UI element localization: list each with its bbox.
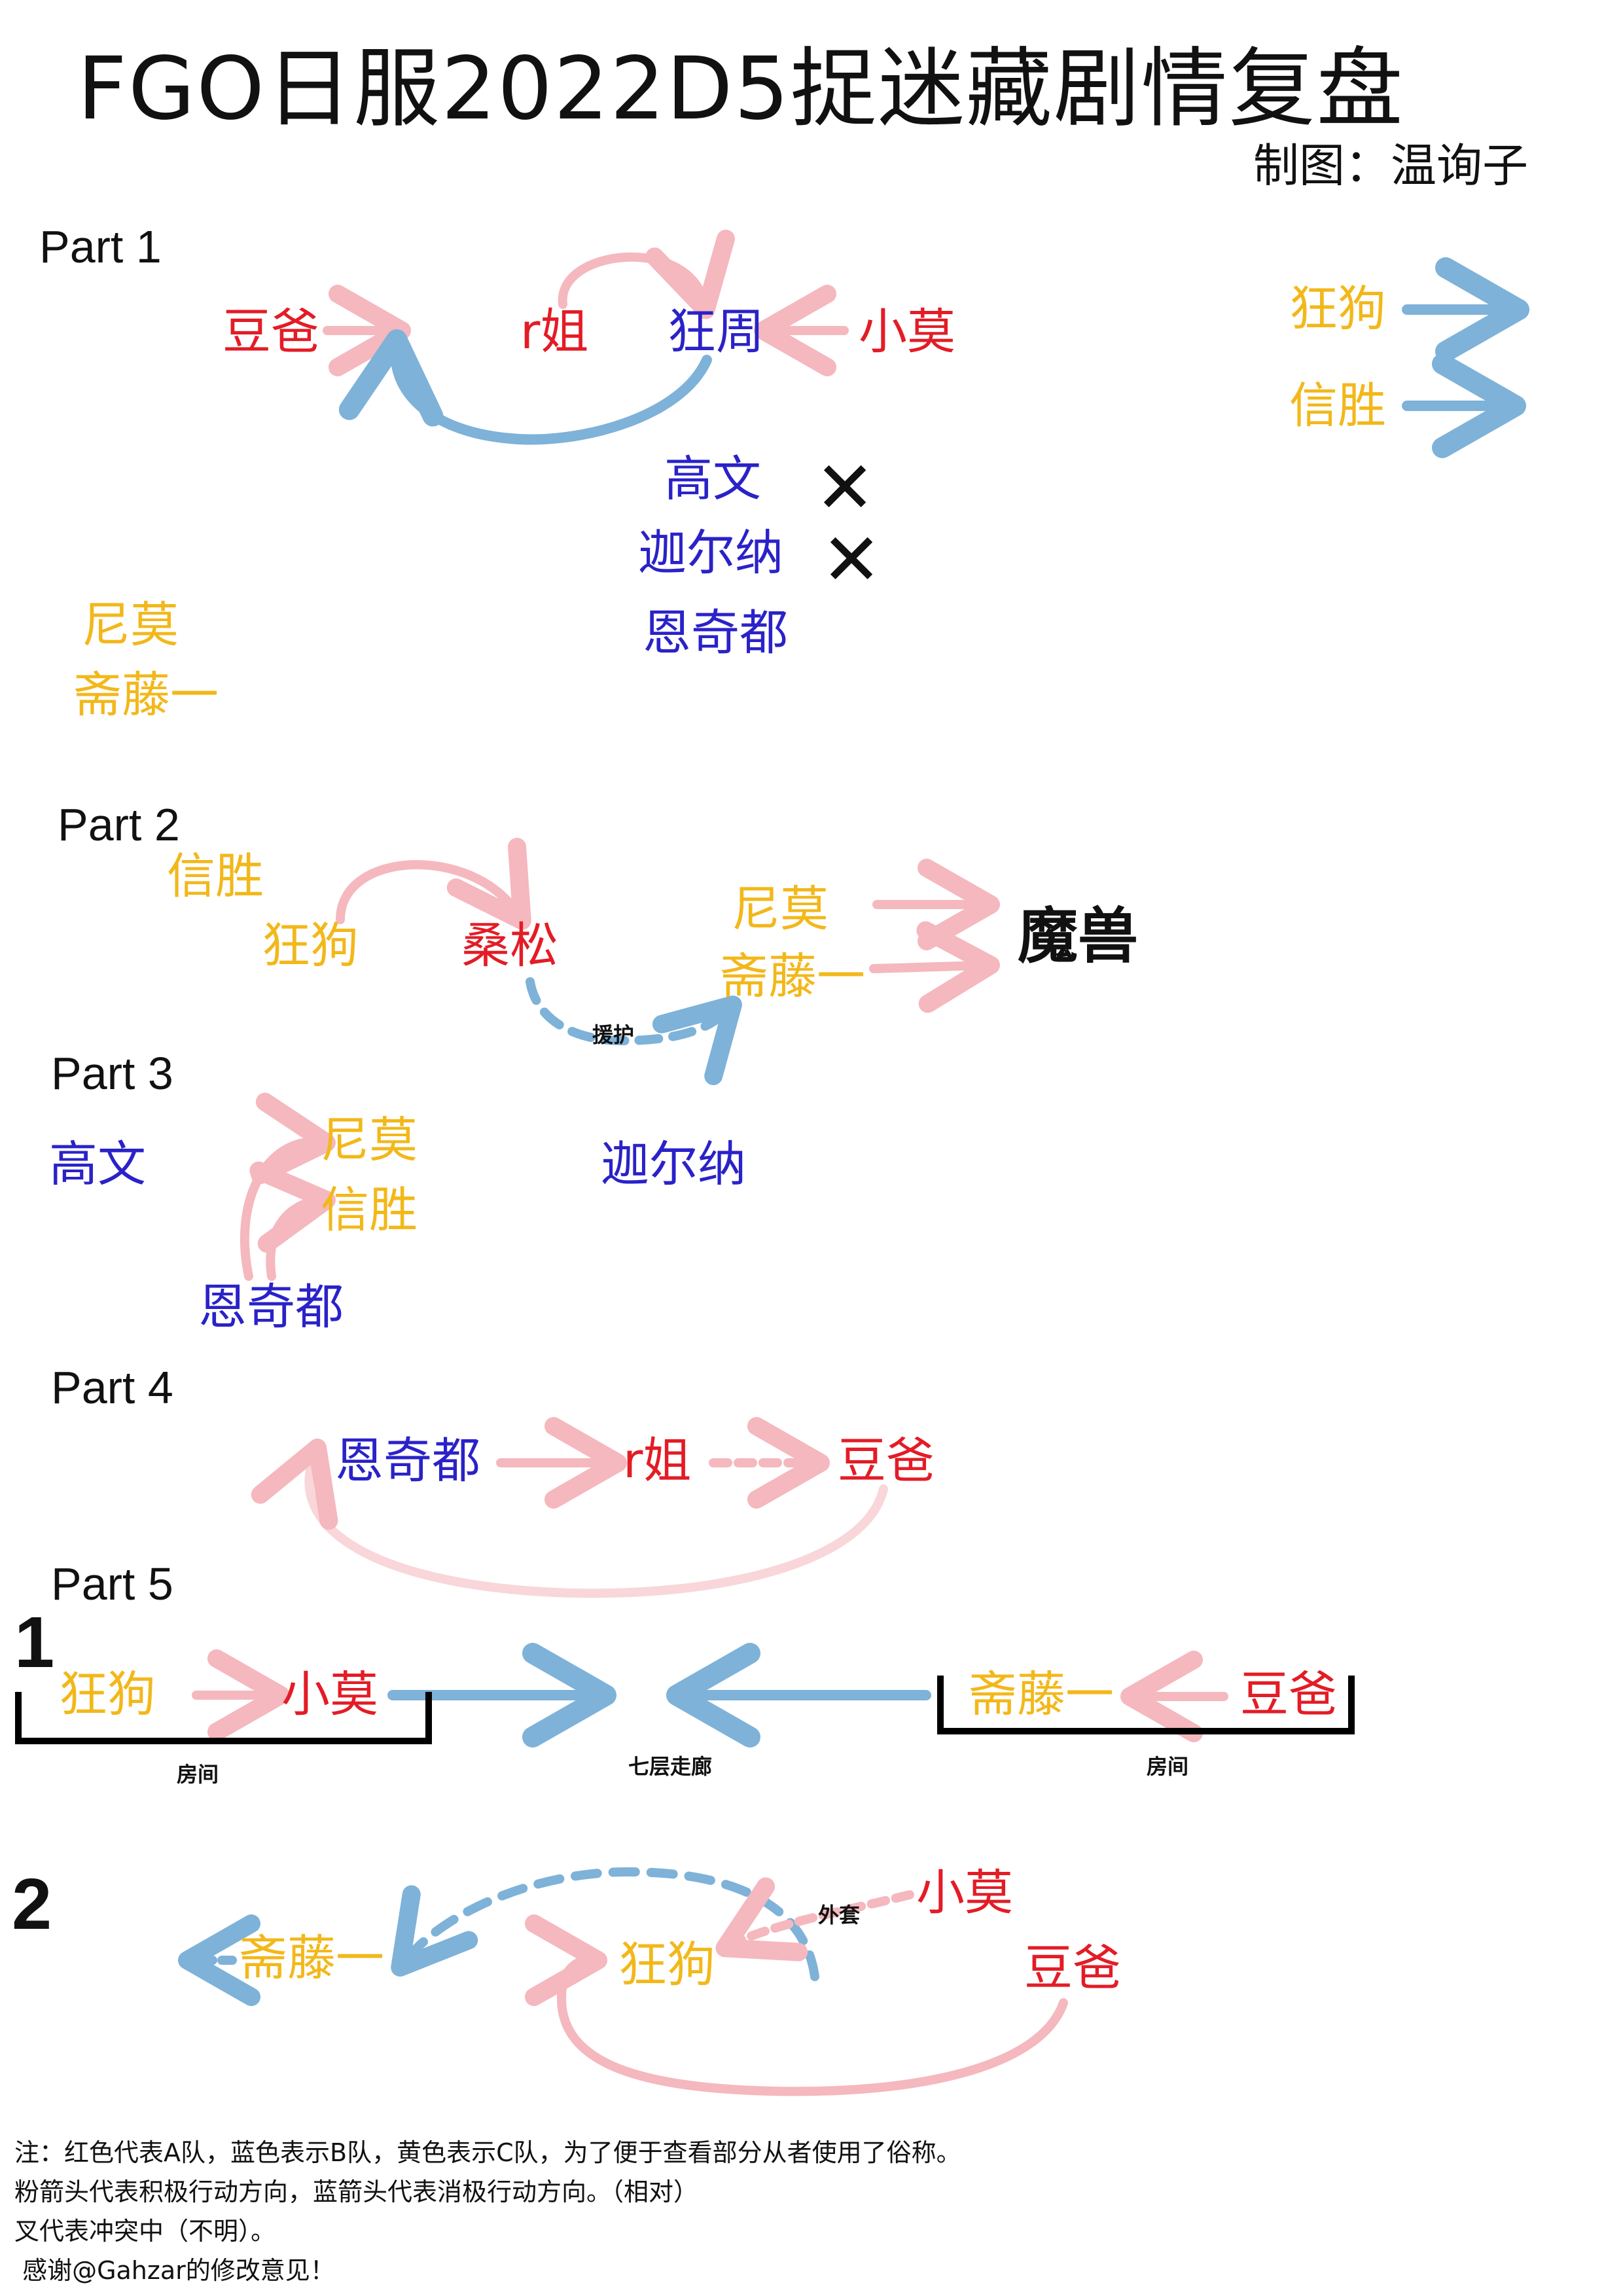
p2-xinsheng: 信胜	[167, 848, 264, 905]
p4-arrow-doudad-enqidu	[251, 1438, 888, 1598]
part-5-label: Part 5	[51, 1558, 173, 1609]
p1-kuangzhou: 狂周	[668, 304, 764, 360]
note-line-1: 注：红色代表A队，蓝色表示B队，黄色表示C队，为了便于查看部分从者使用了俗称。	[14, 2138, 961, 2167]
room-bracket-right	[937, 1676, 1355, 1734]
p4-rjie: r姐	[623, 1433, 692, 1489]
p2-sangsong: 桑松	[461, 918, 558, 974]
p3-jiaerna: 迦尔纳	[601, 1136, 746, 1193]
note-line-3: 叉代表冲突中（不明）。	[14, 2217, 276, 2246]
s2-doudad: 豆爸	[1024, 1940, 1121, 1996]
p1-nimo: 尼莫	[82, 597, 179, 653]
p1-doudad: 豆爸	[223, 304, 319, 360]
room-label-right: 房间	[1147, 1754, 1189, 1779]
note-line-4: 感谢@Gahzar的修改意见！	[14, 2256, 335, 2285]
conflict-cross-icon: ✕	[815, 446, 876, 529]
p2-cover-label: 援护	[592, 1022, 635, 1047]
step-1-marker: 1	[14, 1602, 55, 1683]
part-2-label: Part 2	[58, 799, 180, 850]
p3-arrow-xinsheng	[249, 1161, 336, 1281]
p5-xiaomo: 小莫	[281, 1666, 378, 1723]
p4-enqidu: 恩奇都	[335, 1433, 480, 1489]
s2-xiaomo: 小莫	[916, 1865, 1013, 1921]
p3-xinsheng: 信胜	[321, 1182, 418, 1238]
p5-doudad: 豆爸	[1240, 1666, 1337, 1723]
conflict-cross-icon: ✕	[821, 518, 882, 601]
part-4-label: Part 4	[51, 1362, 173, 1413]
p3-arrow-nimo	[240, 1092, 336, 1281]
corridor-label: 七层走廊	[628, 1754, 713, 1779]
author-credit: 制图：温询子	[1253, 139, 1528, 192]
p1-jiaerna: 迦尔纳	[638, 525, 783, 581]
p1-xiaomo: 小莫	[859, 304, 955, 360]
p3-gaowen: 高文	[49, 1136, 146, 1193]
p5-kuanggou: 狂狗	[59, 1666, 156, 1723]
p3-enqidu: 恩奇都	[198, 1279, 344, 1335]
p1-enqidu: 恩奇都	[643, 605, 788, 661]
p1-arrow-kuangzhou-doudad	[338, 329, 712, 445]
note-line-2: 粉箭头代表积极行动方向，蓝箭头代表消极行动方向。（相对）	[14, 2178, 699, 2206]
p2-zhaiteng: 斋藤一	[720, 948, 865, 1005]
s2-coat-label: 外套	[818, 1903, 861, 1928]
p1-arrow-rjie-kuangzhou	[558, 229, 735, 319]
s2-arrow-doudad-kuanggou	[524, 1914, 1068, 2096]
p2-kuanggou: 狂狗	[262, 918, 359, 974]
p4-doudad: 豆爸	[838, 1433, 935, 1489]
room-label-left: 房间	[177, 1762, 219, 1787]
s2-kuanggou: 狂狗	[618, 1937, 715, 1993]
step-2-marker: 2	[12, 1864, 52, 1945]
p1-rjie: r姐	[520, 304, 589, 360]
p2-mojuu: 魔兽	[1018, 901, 1139, 971]
page-title: FGO日服2022D5捉迷藏剧情复盘	[77, 39, 1404, 139]
part-1-label: Part 1	[39, 221, 162, 272]
p2-arrow-cover	[526, 977, 742, 1085]
p1-zhaiteng: 斋藤一	[73, 667, 219, 723]
part-3-label: Part 3	[51, 1048, 173, 1099]
p2-nimo: 尼莫	[732, 881, 829, 937]
s2-zhaiteng: 斋藤一	[239, 1930, 384, 1986]
s2-arrow-xiaomo-coat	[715, 1877, 914, 1962]
p2-arrow-zhaiteng	[869, 921, 1000, 1013]
p3-nimo: 尼莫	[321, 1112, 418, 1168]
p5-zhaiteng: 斋藤一	[969, 1666, 1114, 1723]
legend-item-1: 狂狗	[1289, 281, 1386, 337]
p2-arrow-kuanggou-sangsong	[336, 838, 531, 930]
legend-item-2: 信胜	[1289, 378, 1386, 434]
s2-arrow-coat-away	[391, 1867, 819, 1981]
room-bracket-left	[15, 1692, 432, 1744]
p1-gaowen: 高文	[664, 451, 761, 507]
